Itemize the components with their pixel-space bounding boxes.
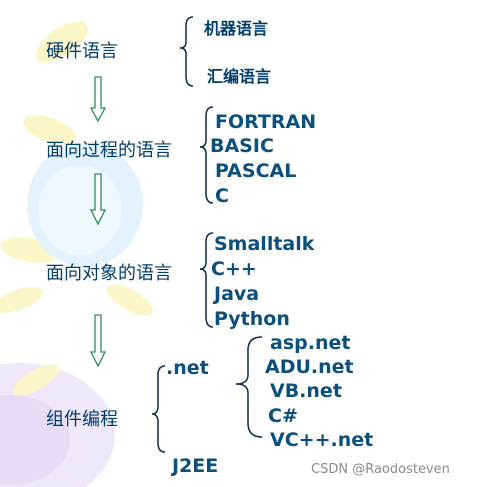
stage-object-oriented-language: 面向对象的语言	[46, 263, 172, 284]
bg-blue-bubble-inner	[38, 165, 122, 255]
brace-object	[199, 232, 214, 328]
item-assembly-language: 汇编语言	[207, 67, 272, 86]
bg-yellow-petal	[106, 284, 154, 316]
item-vcpp-net: VC++.net	[270, 429, 374, 451]
arrow-down	[89, 76, 107, 123]
group-j2ee: J2EE	[172, 455, 219, 477]
stage-component-programming: 组件编程	[46, 409, 118, 430]
bg-yellow-petal	[0, 287, 43, 313]
brace-component	[151, 365, 166, 453]
brace-dotnet	[235, 336, 263, 438]
group-dotnet: .net	[166, 357, 209, 379]
item-python: Python	[214, 308, 290, 330]
bg-purple-bubble-inner	[0, 395, 70, 485]
item-pascal: PASCAL	[215, 160, 297, 182]
item-smalltalk: Smalltalk	[214, 233, 315, 255]
item-java: Java	[214, 283, 260, 305]
stage-hardware-language: 硬件语言	[46, 41, 118, 62]
bg-yellow-petal	[12, 364, 60, 396]
bg-yellow-petal	[23, 115, 77, 145]
bg-yellow-petal	[36, 21, 88, 63]
item-cpp: C++	[211, 258, 257, 280]
item-csharp: C#	[268, 405, 298, 427]
stage-procedural-language: 面向过程的语言	[46, 140, 172, 161]
item-fortran: FORTRAN	[215, 111, 317, 133]
brace-procedural	[199, 106, 214, 204]
item-asp-net: asp.net	[270, 332, 351, 354]
item-adu-net: ADU.net	[265, 356, 354, 378]
item-basic: BASIC	[210, 135, 274, 157]
brace-hardware	[179, 16, 194, 87]
item-machine-language: 机器语言	[204, 19, 269, 38]
item-vb-net: VB.net	[270, 380, 342, 402]
arrow-down	[89, 314, 107, 368]
watermark: CSDN @Raodosteven	[311, 462, 450, 477]
arrow-down	[89, 173, 107, 226]
item-c: C	[215, 185, 229, 207]
